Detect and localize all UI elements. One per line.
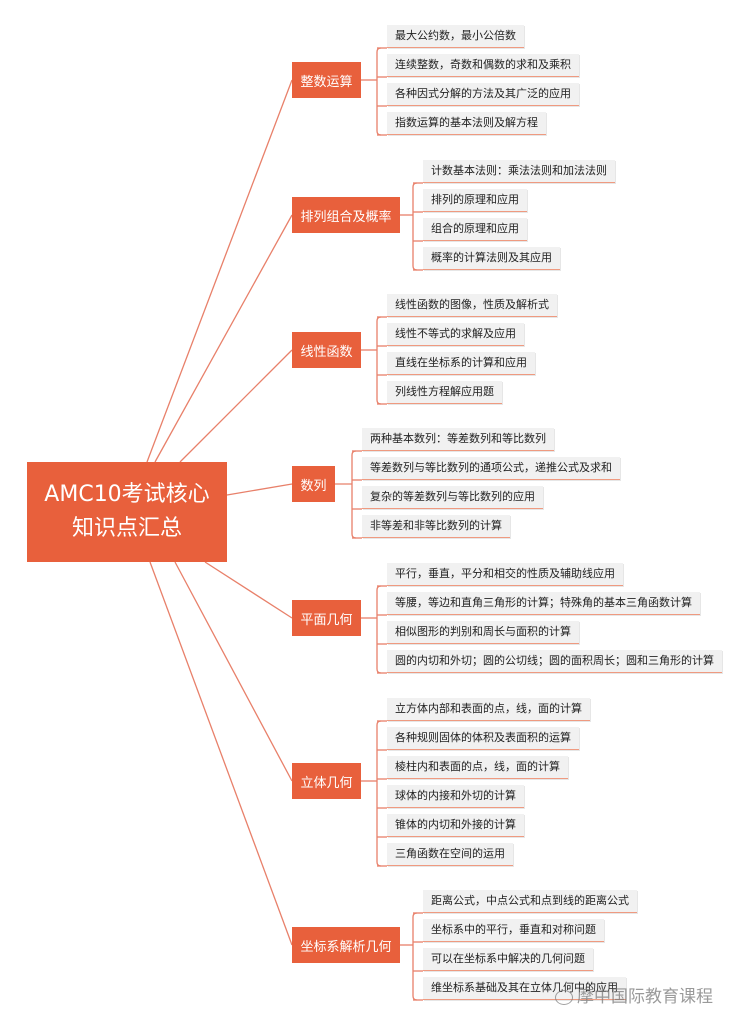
wechat-icon — [555, 989, 573, 1005]
subtopic-item[interactable]: 圆的内切和外切；圆的公切线；圆的面积周长；圆和三角形的计算 — [387, 650, 722, 673]
subtopic-item[interactable]: 各种因式分解的方法及其广泛的应用 — [387, 83, 579, 106]
subtopic-item[interactable]: 相似图形的判别和周长与面积的计算 — [387, 621, 579, 644]
central-topic[interactable]: AMC10考试核心 知识点汇总 — [27, 462, 227, 562]
subtopic-item[interactable]: 线性函数的图像，性质及解析式 — [387, 294, 557, 317]
main-connector — [179, 349, 293, 463]
bracket-line — [412, 912, 418, 1001]
bracket-line — [376, 47, 382, 136]
subtopic-item[interactable]: 三角函数在空间的运用 — [387, 843, 513, 866]
subtopic-item[interactable]: 连续整数，奇数和偶数的求和及乘积 — [387, 54, 579, 77]
subtopic-item[interactable]: 维坐标系基础及其在立体几何中的应用 — [423, 977, 626, 1000]
subtopic-item[interactable]: 坐标系中的平行，垂直和对称问题 — [423, 919, 604, 942]
branch-topic[interactable]: 整数运算 — [292, 62, 361, 98]
central-topic-line1: AMC10考试核心 — [44, 482, 210, 507]
main-connector — [146, 79, 293, 463]
branch-topic[interactable]: 平面几何 — [292, 600, 361, 636]
watermark: 摩中国际教育课程 — [555, 982, 713, 1007]
main-connector — [149, 561, 293, 946]
subtopic-item[interactable]: 直线在坐标系的计算和应用 — [387, 352, 535, 375]
bracket-line — [412, 182, 418, 271]
subtopic-item[interactable]: 等腰，等边和直角三角形的计算；特殊角的基本三角函数计算 — [387, 592, 700, 615]
subtopic-item[interactable]: 复杂的等差数列与等比数列的应用 — [362, 486, 543, 509]
branch-topic[interactable]: 排列组合及概率 — [292, 197, 400, 233]
subtopic-item[interactable]: 两种基本数列：等差数列和等比数列 — [362, 428, 554, 451]
subtopic-item[interactable]: 各种规则固体的体积及表面积的运算 — [387, 727, 579, 750]
subtopic-item[interactable]: 概率的计算法则及其应用 — [423, 247, 560, 270]
subtopic-item[interactable]: 立方体内部和表面的点，线，面的计算 — [387, 698, 590, 721]
subtopic-item[interactable]: 非等差和非等比数列的计算 — [362, 515, 510, 538]
branch-topic[interactable]: 坐标系解析几何 — [292, 927, 400, 963]
branch-topic[interactable]: 线性函数 — [292, 332, 361, 368]
subtopic-item[interactable]: 锥体的内切和外接的计算 — [387, 814, 524, 837]
main-connector — [154, 214, 293, 463]
main-connector — [204, 561, 293, 619]
branch-topic[interactable]: 立体几何 — [292, 763, 361, 799]
subtopic-item[interactable]: 球体的内接和外切的计算 — [387, 785, 524, 808]
subtopic-item[interactable]: 平行，垂直，平分和相交的性质及辅助线应用 — [387, 563, 623, 586]
branch-topic[interactable]: 数列 — [292, 466, 335, 502]
bracket-line — [351, 450, 357, 539]
watermark-text: 摩中国际教育课程 — [577, 987, 713, 1007]
subtopic-item[interactable]: 最大公约数，最小公倍数 — [387, 25, 524, 48]
bracket-line — [376, 720, 382, 867]
subtopic-item[interactable]: 计数基本法则：乘法法则和加法法则 — [423, 160, 615, 183]
subtopic-item[interactable]: 线性不等式的求解及应用 — [387, 323, 524, 346]
subtopic-item[interactable]: 列线性方程解应用题 — [387, 381, 502, 404]
bracket-line — [376, 585, 382, 674]
subtopic-item[interactable]: 组合的原理和应用 — [423, 218, 527, 241]
central-topic-line2: 知识点汇总 — [71, 516, 182, 541]
main-connector — [226, 483, 293, 496]
bracket-line — [376, 316, 382, 405]
subtopic-item[interactable]: 指数运算的基本法则及解方程 — [387, 112, 546, 135]
subtopic-item[interactable]: 可以在坐标系中解决的几何问题 — [423, 948, 593, 971]
main-connector — [174, 561, 293, 782]
subtopic-item[interactable]: 距离公式，中点公式和点到线的距离公式 — [423, 890, 637, 913]
subtopic-item[interactable]: 等差数列与等比数列的通项公式，递推公式及求和 — [362, 457, 620, 480]
subtopic-item[interactable]: 排列的原理和应用 — [423, 189, 527, 212]
subtopic-item[interactable]: 棱柱内和表面的点，线，面的计算 — [387, 756, 568, 779]
